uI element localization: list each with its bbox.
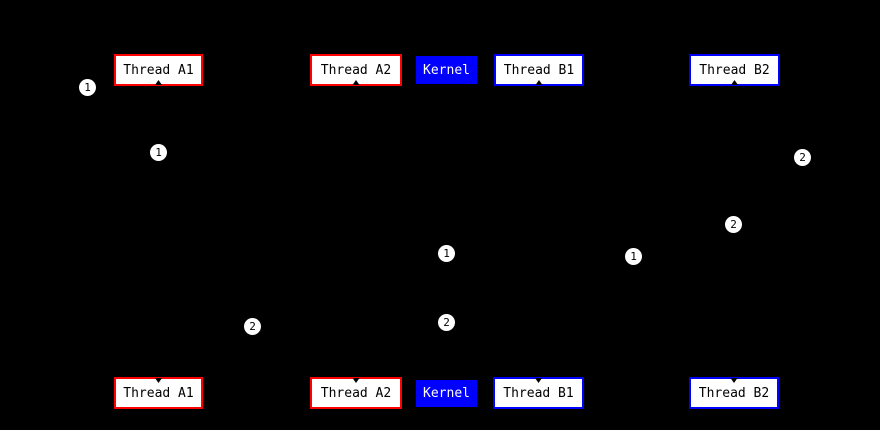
event-marker-1: 1: [150, 144, 167, 161]
lifeline-notch: [730, 378, 738, 383]
event-marker-2: 2: [794, 149, 811, 166]
event-marker-1: 1: [625, 248, 642, 265]
kernel-label: Kernel: [423, 62, 470, 78]
thread-b2-label: Thread B2: [699, 62, 770, 78]
event-marker-label: 2: [730, 218, 737, 231]
thread-a2-box-bottom: Thread A2: [310, 377, 402, 409]
thread-b1-label: Thread B1: [503, 385, 574, 401]
event-marker-1: 1: [438, 245, 455, 262]
event-marker-1: 1: [79, 79, 96, 96]
lifeline-notch: [731, 80, 738, 85]
event-marker-2: 2: [725, 216, 742, 233]
event-marker-label: 1: [155, 146, 162, 159]
kernel-box-top: Kernel: [416, 56, 477, 84]
event-marker-label: 1: [443, 247, 450, 260]
event-marker-2: 2: [244, 318, 261, 335]
thread-a1-box-top: Thread A1: [114, 54, 203, 86]
thread-b2-label: Thread B2: [698, 385, 770, 401]
kernel-box-bottom: Kernel: [416, 380, 477, 407]
lifeline-notch: [155, 378, 162, 383]
thread-b1-label: Thread B1: [503, 62, 575, 78]
lifeline-notch: [535, 80, 543, 85]
thread-b2-box-bottom: Thread B2: [689, 377, 779, 409]
thread-a2-label: Thread A2: [320, 385, 392, 401]
event-marker-label: 2: [249, 320, 256, 333]
thread-b1-box-bottom: Thread B1: [493, 377, 584, 409]
lifeline-notch: [535, 378, 542, 383]
event-marker-label: 1: [630, 250, 637, 263]
thread-b1-box-top: Thread B1: [494, 54, 584, 86]
thread-a2-label: Thread A2: [320, 62, 392, 78]
thread-a2-box-top: Thread A2: [310, 54, 402, 86]
thread-b2-box-top: Thread B2: [689, 54, 780, 86]
lifeline-notch: [352, 80, 360, 85]
thread-a1-label: Thread A1: [123, 385, 194, 401]
thread-a1-box-bottom: Thread A1: [114, 377, 203, 409]
event-marker-label: 1: [84, 81, 91, 94]
kernel-label: Kernel: [423, 386, 470, 401]
event-marker-label: 2: [799, 151, 806, 164]
lifeline-notch: [155, 80, 162, 85]
event-marker-label: 2: [443, 316, 450, 329]
event-marker-2: 2: [438, 314, 455, 331]
thread-a1-label: Thread A1: [123, 62, 194, 78]
lifeline-notch: [352, 378, 360, 383]
